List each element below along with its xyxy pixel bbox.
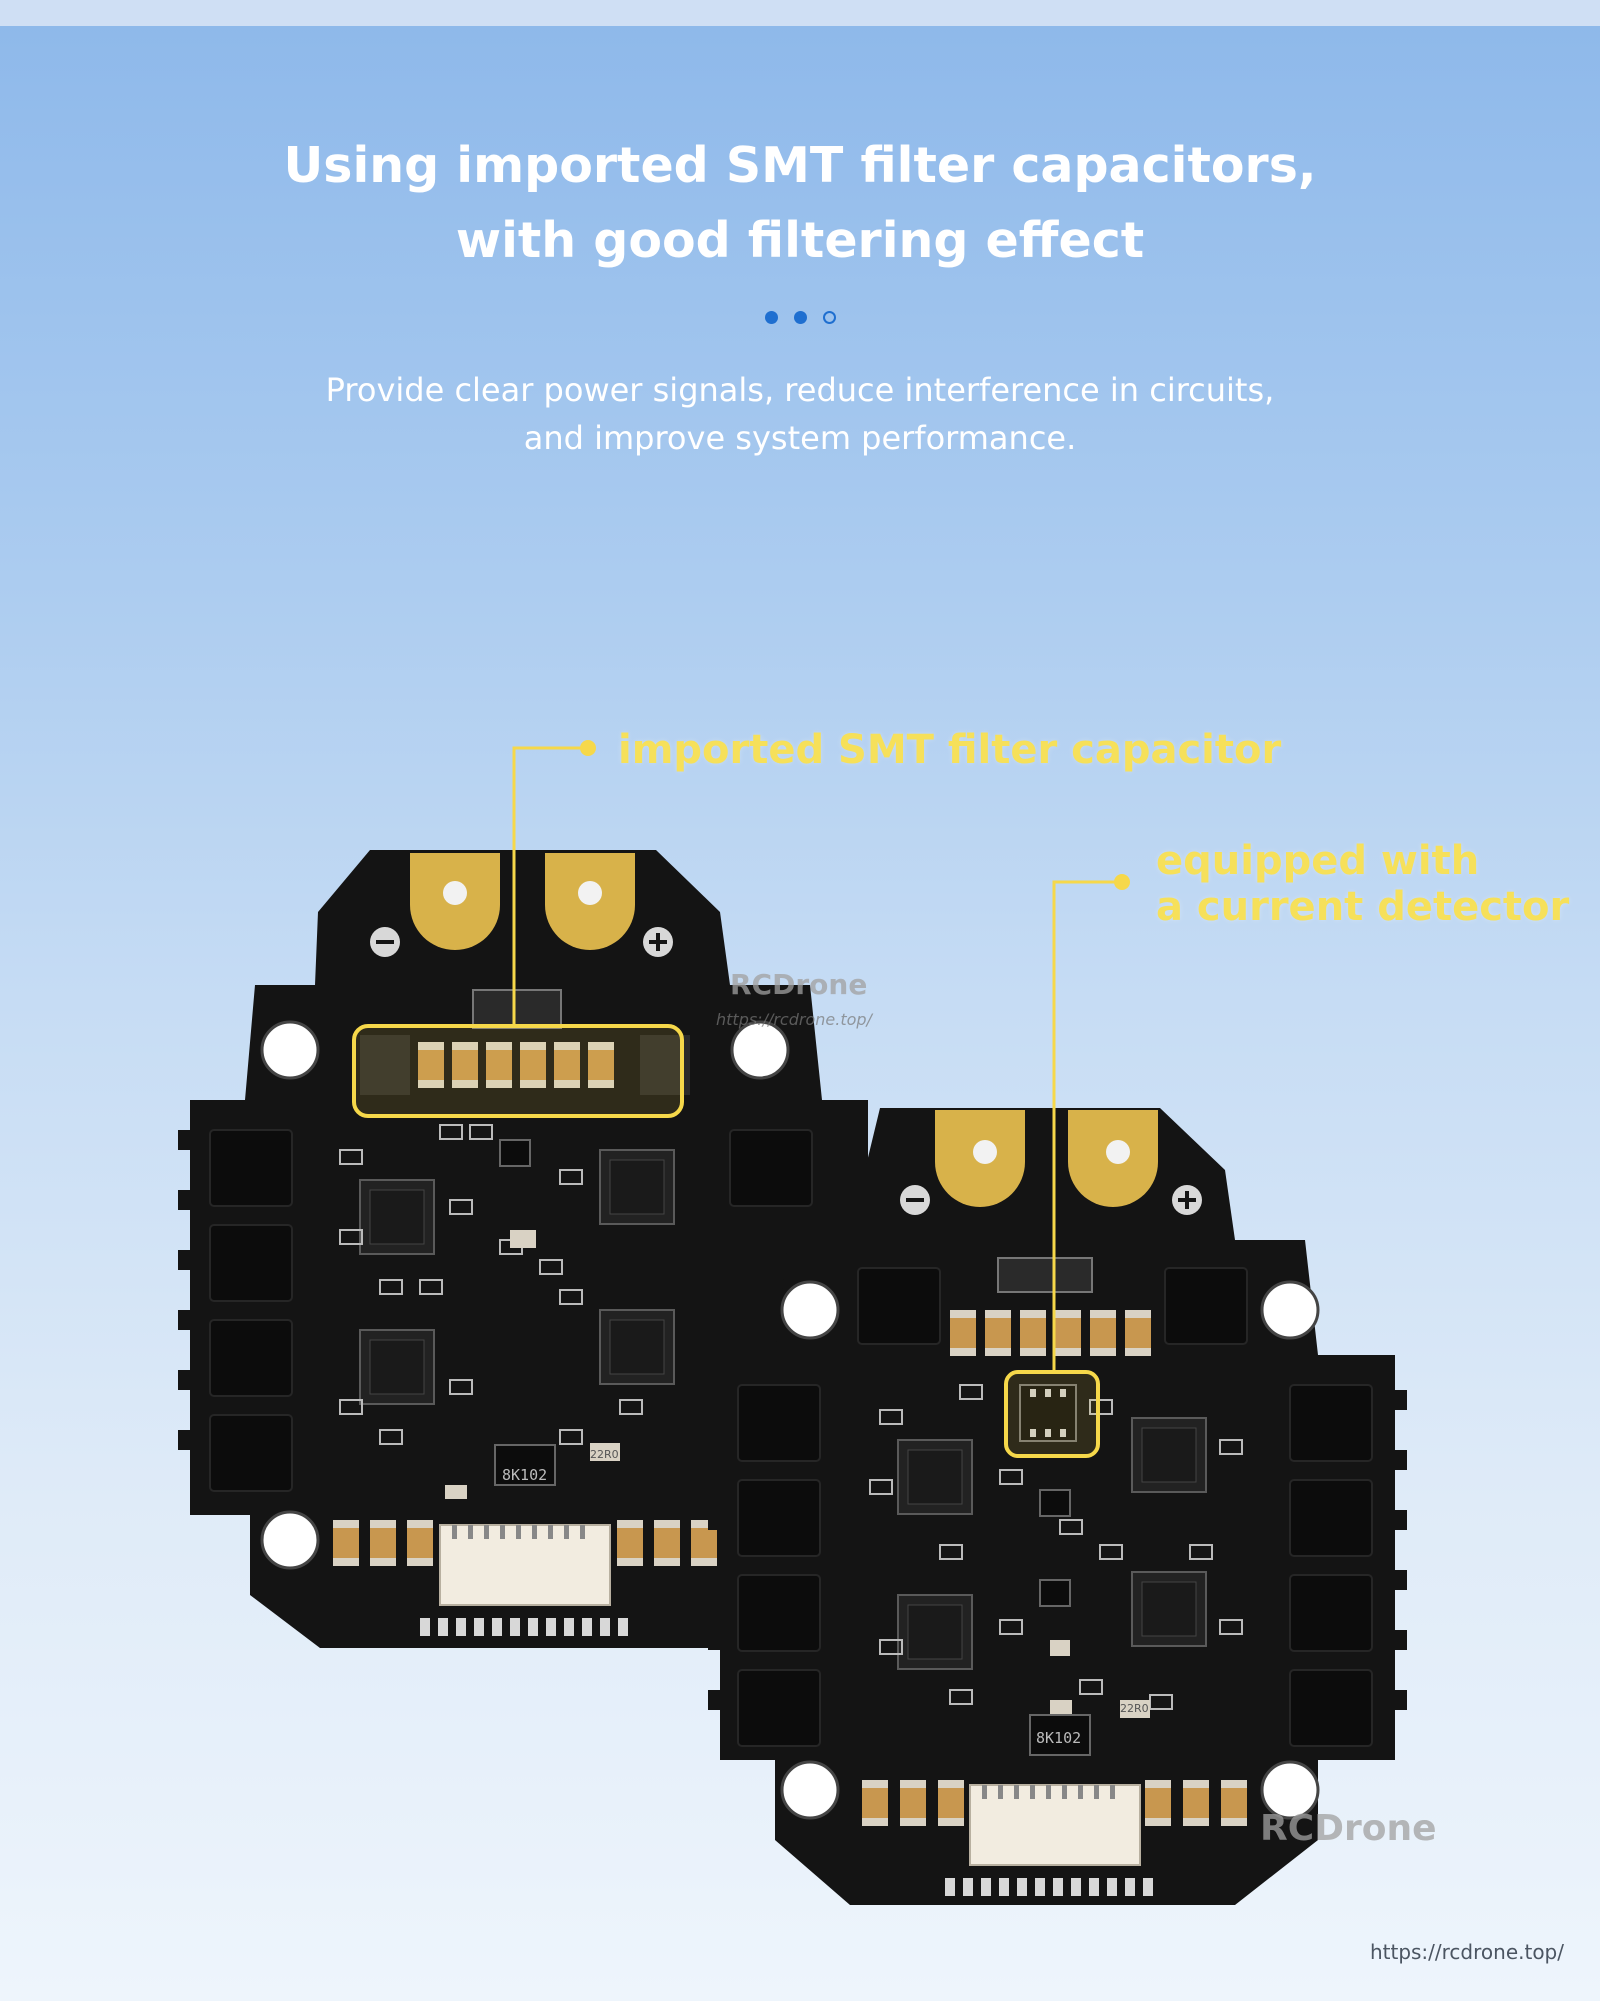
board-left-power-pads: [410, 853, 635, 950]
esc-board-right: 8K102 22R0: [708, 1108, 1407, 1905]
board-right-chip-code: 8K102: [1036, 1729, 1081, 1747]
callout-detector-label: equipped with a current detector: [1156, 838, 1569, 930]
board-left-resistor-code: 22R0: [590, 1448, 619, 1461]
footer-url[interactable]: https://rcdrone.top/: [1369, 1940, 1564, 1964]
carousel-dot-1[interactable]: [764, 311, 778, 324]
headline-line-2: with good filtering effect: [455, 212, 1145, 269]
headline: Using imported SMT filter capacitors, wi…: [0, 128, 1600, 278]
carousel-dot-2[interactable]: [793, 311, 807, 324]
subtitle-line-1: Provide clear power signals, reduce inte…: [325, 371, 1275, 409]
board-right-resistor-code: 22R0: [1120, 1702, 1149, 1715]
callout-detector-pointer: [1004, 874, 1130, 1458]
subtitle-line-2: and improve system performance.: [523, 419, 1077, 457]
top-band: [0, 0, 1600, 26]
watermark-brand-bottom: RCDrone: [1260, 1808, 1437, 1849]
callout-detector-line-2: a current detector: [1156, 884, 1570, 930]
board-right-power-pads: [935, 1110, 1158, 1207]
board-left-pcb: [190, 850, 868, 1648]
board-left-chip-code: 8K102: [502, 1466, 547, 1484]
callout-capacitor-pointer: [352, 740, 684, 1118]
callout-detector-line-1: equipped with: [1156, 838, 1480, 884]
subtitle: Provide clear power signals, reduce inte…: [0, 366, 1600, 462]
callout-capacitor-label: imported SMT filter capacitor: [618, 727, 1282, 773]
watermark-brand-top: RCDrone: [730, 968, 868, 1001]
headline-line-1: Using imported SMT filter capacitors,: [283, 137, 1317, 194]
carousel-dots: [0, 311, 1600, 324]
esc-board-left: 8K102 22R0: [178, 850, 868, 1648]
carousel-dot-3[interactable]: [822, 311, 836, 324]
watermark-url-top: https://rcdrone.top/: [716, 1010, 872, 1029]
